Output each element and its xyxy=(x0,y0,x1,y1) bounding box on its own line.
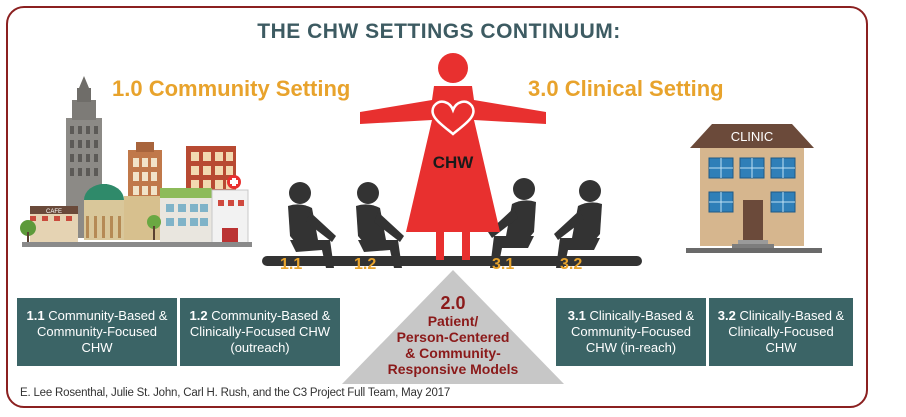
chw-figure: CHW xyxy=(360,53,546,260)
setting-box-3-2: 3.2 Clinically-Based & Clinically-Focuse… xyxy=(709,298,853,366)
citation: E. Lee Rosenthal, Julie St. John, Carl H… xyxy=(20,387,451,399)
setting-box-1-2: 1.2 Community-Based & Clinically-Focused… xyxy=(180,298,340,366)
chw-figure-label: CHW xyxy=(433,153,475,172)
clinical-setting-heading: 3.0 Clinical Setting xyxy=(528,76,724,101)
seat-label-1-2: 1.2 xyxy=(354,256,377,273)
heart-icon xyxy=(431,100,475,136)
center-model-number: 2.0 xyxy=(440,293,466,313)
box-number: 3.1 xyxy=(567,308,586,323)
center-model-line: Responsive Models xyxy=(387,361,519,377)
seated-figure-left-1 xyxy=(288,182,336,268)
clinic-building-illustration: CLINIC xyxy=(686,124,822,253)
page-title: THE CHW SETTINGS CONTINUUM: xyxy=(257,20,621,43)
seated-figure-right-2 xyxy=(554,180,602,268)
cafe-sign: CAFE xyxy=(46,209,62,215)
box-text: Clinically-Based & Community-Focused CHW… xyxy=(571,308,695,355)
community-setting-heading: 1.0 Community Setting xyxy=(112,76,351,101)
seated-figure-left-2 xyxy=(356,182,404,268)
seat-label-3-2: 3.2 xyxy=(560,256,583,273)
seat-label-1-1: 1.1 xyxy=(280,256,303,273)
box-text: Clinically-Based & Clinically-Focused CH… xyxy=(728,308,845,355)
center-model-label: 2.0 Patient/ Person-Centered & Community… xyxy=(350,293,556,377)
city-skyline-illustration: CAFE xyxy=(20,76,252,247)
clinic-sign: CLINIC xyxy=(731,129,774,144)
box-text: Community-Based & Clinically-Focused CHW… xyxy=(189,308,331,355)
box-number: 3.2 xyxy=(717,308,736,323)
center-model-line: Patient/ xyxy=(427,313,479,329)
center-model-line: & Community- xyxy=(405,345,501,361)
box-number: 1.1 xyxy=(26,308,45,323)
center-triangle xyxy=(342,270,564,384)
box-number: 1.2 xyxy=(189,308,208,323)
seat-label-3-1: 3.1 xyxy=(492,256,515,273)
center-model-line: Person-Centered xyxy=(396,329,510,345)
setting-box-3-1: 3.1 Clinically-Based & Community-Focused… xyxy=(556,298,706,366)
setting-box-1-1: 1.1 Community-Based & Community-Focused … xyxy=(17,298,177,366)
box-text: Community-Based & Community-Focused CHW xyxy=(37,308,168,355)
continuum-board xyxy=(262,256,642,266)
